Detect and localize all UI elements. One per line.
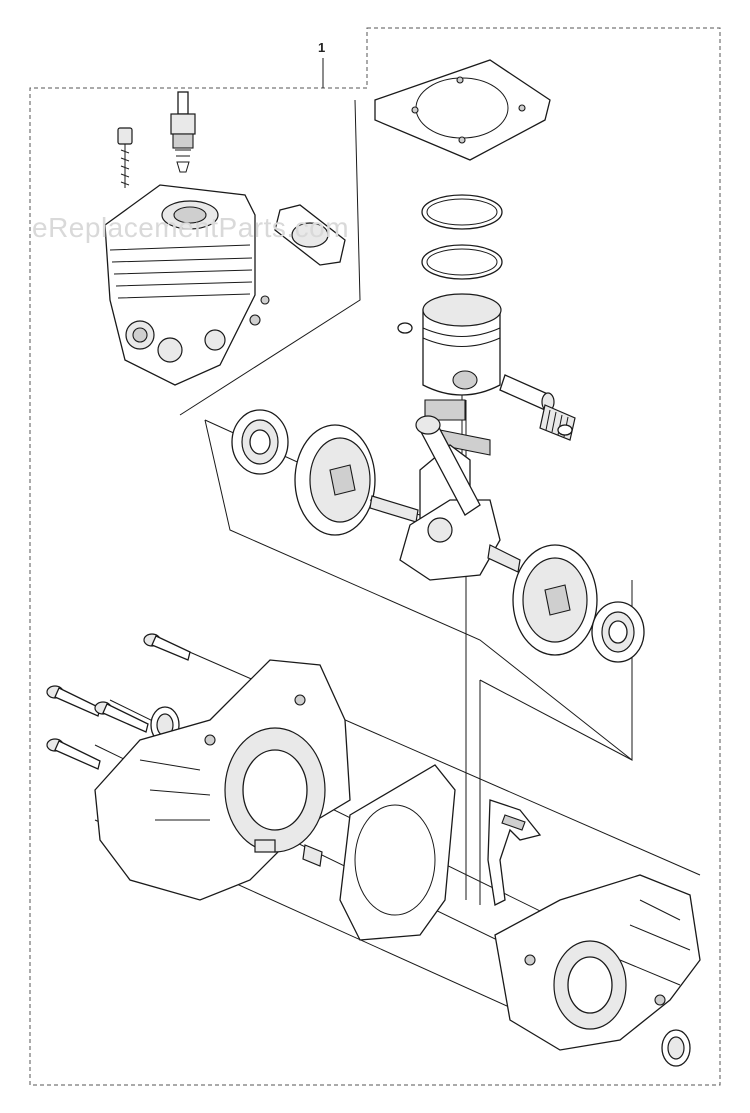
main-bearing-right [591, 601, 645, 663]
bearing-housing-left [294, 424, 376, 536]
crankcase-half-right [494, 874, 701, 1051]
dowel-pin-1 [302, 844, 323, 867]
piston [422, 293, 502, 396]
exhaust-gasket [274, 204, 346, 266]
crankshaft [369, 415, 521, 581]
mounting-bracket [487, 799, 542, 906]
main-bearing-left [231, 409, 289, 475]
circlip-left [397, 322, 413, 334]
thrust-washer-upper [424, 399, 466, 421]
bearing-housing-right [512, 544, 598, 656]
crank-seal-right [661, 1029, 691, 1067]
piston-ring-upper [421, 194, 503, 230]
crankcase-half-left [94, 659, 351, 901]
needle-bearing [539, 404, 576, 441]
cylinder-base-gasket [374, 59, 551, 161]
crankcase-bolt-2 [46, 685, 101, 717]
circlip-right [557, 424, 573, 436]
crankcase-gasket [339, 764, 456, 941]
assembly-boundary [29, 27, 721, 1086]
cylinder-group-frame [179, 99, 361, 416]
spark-plug [170, 91, 196, 173]
crankshaft-group-frame [204, 419, 633, 762]
watermark: eReplacementParts.com [32, 212, 350, 243]
crankcase-bolt-1 [143, 633, 191, 661]
callout-number: 1 [318, 40, 326, 55]
cylinder [104, 184, 270, 386]
crankcase-bolt-4 [46, 738, 101, 770]
crankcase-bolt-3 [94, 701, 149, 733]
piston-ring-lower [421, 244, 503, 280]
cylinder-bolt [117, 127, 133, 188]
